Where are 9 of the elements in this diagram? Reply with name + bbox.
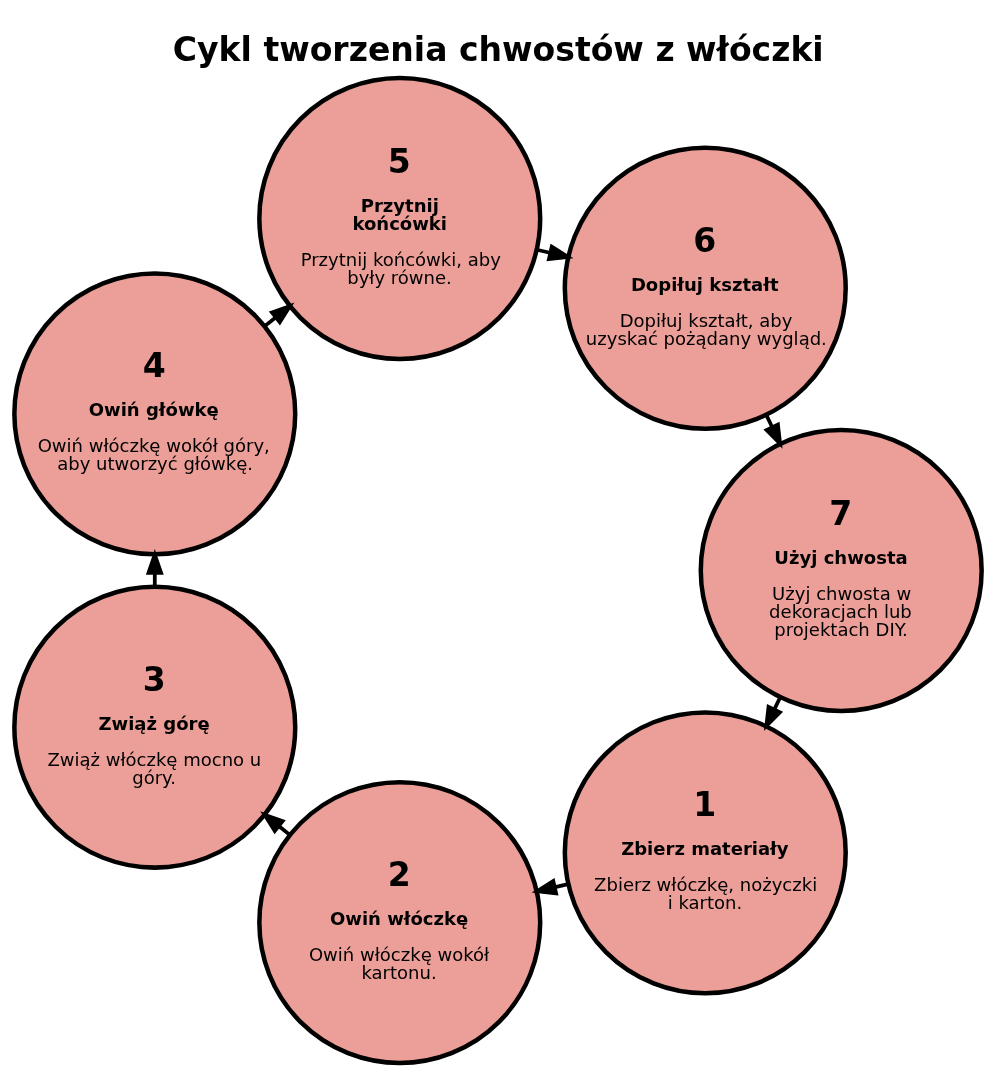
node-circle: 3 Zwiąż górę Zwiąż włóczkę mocno u góry. bbox=[12, 584, 298, 870]
arrow bbox=[145, 548, 164, 587]
node-circle: 5 Przytnij końcówki Przytnij końcówki, aby były równe. bbox=[257, 75, 543, 361]
diagram-title: Cykl tworzenia chwostów z włóczki bbox=[172, 29, 824, 69]
node-circle: 1 Zbierz materiały Zbierz włóczkę, nożyczki i karton. bbox=[562, 709, 848, 996]
arrow bbox=[763, 695, 784, 731]
arrow bbox=[260, 810, 291, 836]
arrow bbox=[536, 243, 574, 261]
arrow bbox=[763, 413, 783, 449]
